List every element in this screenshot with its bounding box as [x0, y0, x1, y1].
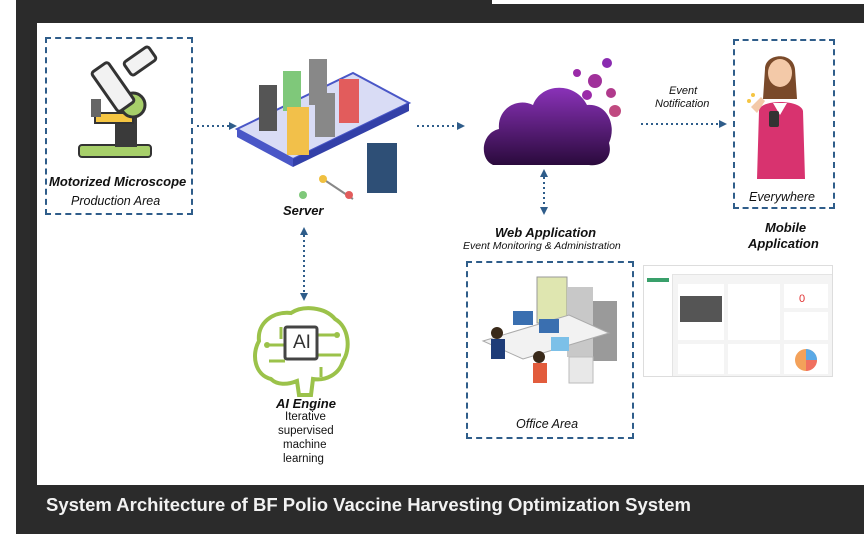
arrow-server-ai	[300, 227, 308, 301]
mobile-subtitle: Everywhere	[749, 190, 815, 204]
ai-desc-2: supervised	[278, 425, 334, 437]
microscope-icon	[78, 45, 158, 158]
top-strip	[16, 0, 492, 4]
office-box	[466, 261, 634, 439]
microscope-subtitle: Production Area	[71, 194, 161, 208]
dashboard-pie-icon	[795, 349, 817, 371]
server-title: Server	[283, 203, 324, 218]
arrow-cloud-webapp	[540, 169, 548, 215]
diagram-canvas: Motorized Microscope Production Area Ser…	[37, 23, 864, 485]
dashboard-preview: 0	[643, 265, 833, 377]
dashboard-big-number: 0	[799, 293, 806, 305]
figure-caption: System Architecture of BF Polio Vaccine …	[46, 494, 691, 515]
server-icon	[234, 59, 412, 200]
arrow-microscope-server	[197, 122, 237, 130]
woman-phone-icon	[747, 56, 805, 179]
arrow-cloud-mobile	[641, 120, 727, 128]
office-illustration	[481, 276, 617, 384]
webapp-title: Web Application	[495, 225, 597, 240]
mobile-title-1: Mobile	[765, 220, 807, 235]
cloud-icon	[483, 58, 621, 166]
microscope-box	[45, 37, 193, 215]
ai-engine-title: AI Engine	[276, 396, 336, 411]
ai-desc-1: Iterative	[285, 411, 326, 423]
ai-desc-3: machine	[283, 439, 327, 451]
ai-desc-4: learning	[283, 453, 324, 465]
webapp-subtitle: Event Monitoring & Administration	[463, 240, 621, 252]
microscope-title: Motorized Microscope	[49, 174, 187, 189]
arrow-server-cloud	[417, 122, 465, 130]
ai-icon-text: AI	[293, 332, 311, 353]
ai-brain-icon	[253, 306, 350, 397]
notification-line-1: Event	[669, 85, 698, 97]
office-subtitle: Office Area	[516, 417, 579, 431]
mobile-box	[733, 39, 835, 209]
mobile-title-2: Application	[748, 236, 819, 251]
notification-line-2: Notification	[655, 98, 710, 110]
